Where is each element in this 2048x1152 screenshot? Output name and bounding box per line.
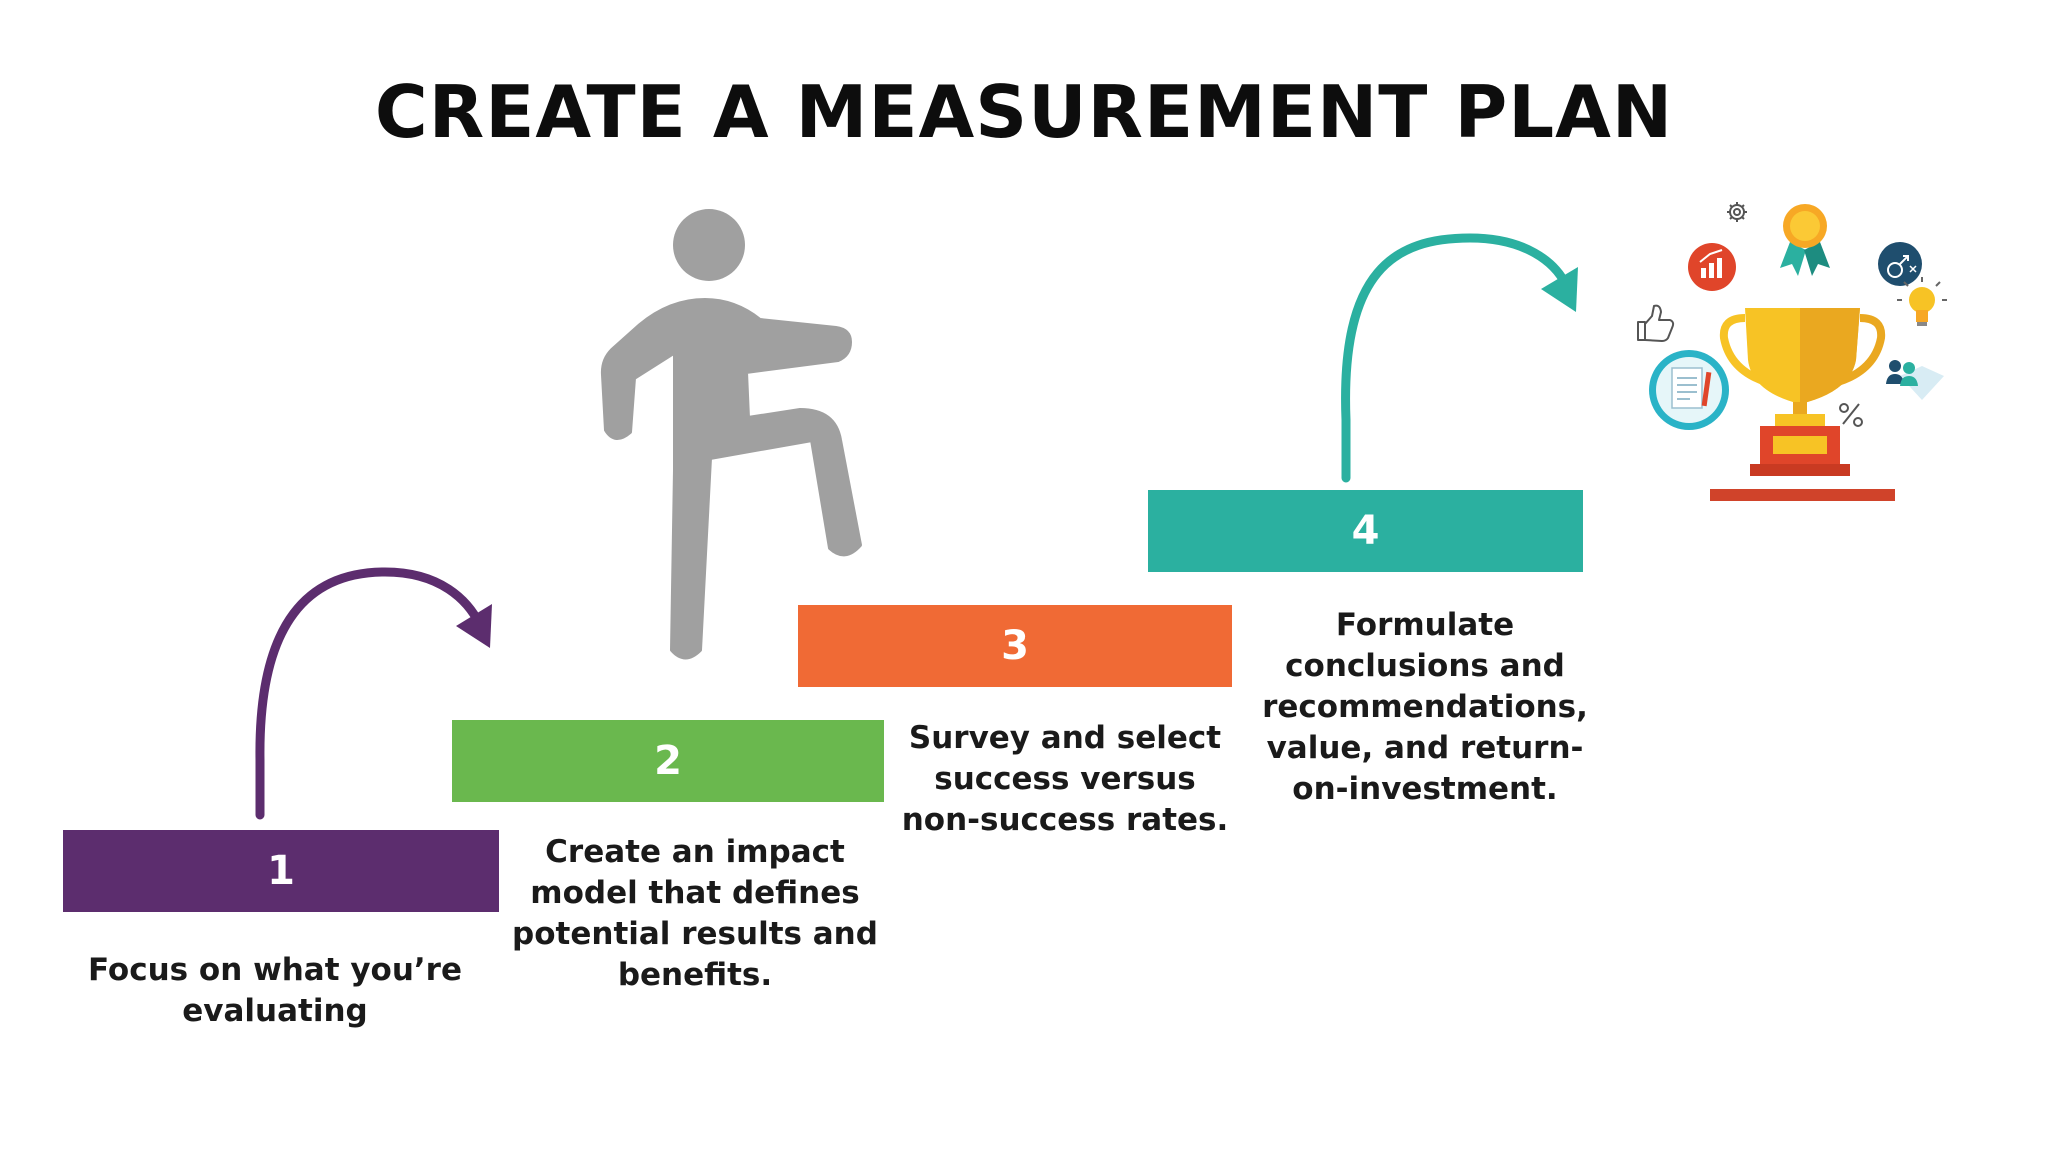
step-4-description: Formulate conclusions and recommendation… xyxy=(1262,607,1588,807)
page-title: CREATE A MEASUREMENT PLAN xyxy=(374,70,1674,154)
chart-badge-icon xyxy=(1688,243,1736,291)
medal-icon xyxy=(1780,204,1830,276)
step-1-bar: 1 xyxy=(63,830,499,912)
step-2-description: Create an impact model that defines pote… xyxy=(512,834,878,993)
teal-arrow-icon xyxy=(1341,233,1578,483)
thumbs-up-icon xyxy=(1637,304,1675,342)
person-icon xyxy=(600,209,862,660)
step-3-number: 3 xyxy=(1001,623,1029,669)
step-1-description: Focus on what you’re evaluating xyxy=(88,952,462,1029)
step-3-bar: 3 xyxy=(798,605,1232,687)
step-4-number: 4 xyxy=(1351,508,1380,554)
step-1-number: 1 xyxy=(267,848,295,894)
lightbulb-icon xyxy=(1897,277,1947,326)
trophy-icon xyxy=(1710,308,1895,501)
percent-icon xyxy=(1839,403,1863,427)
gender-icon xyxy=(1878,242,1922,286)
step-3-description: Survey and select success versus non-suc… xyxy=(901,720,1229,838)
step-2-bar: 2 xyxy=(452,720,884,802)
document-icon xyxy=(1649,350,1729,430)
gear-icon xyxy=(1727,202,1747,222)
step-4-bar: 4 xyxy=(1148,490,1583,572)
team-icon xyxy=(1886,360,1944,400)
step-2-number: 2 xyxy=(654,738,682,784)
purple-arrow-icon xyxy=(255,567,492,820)
